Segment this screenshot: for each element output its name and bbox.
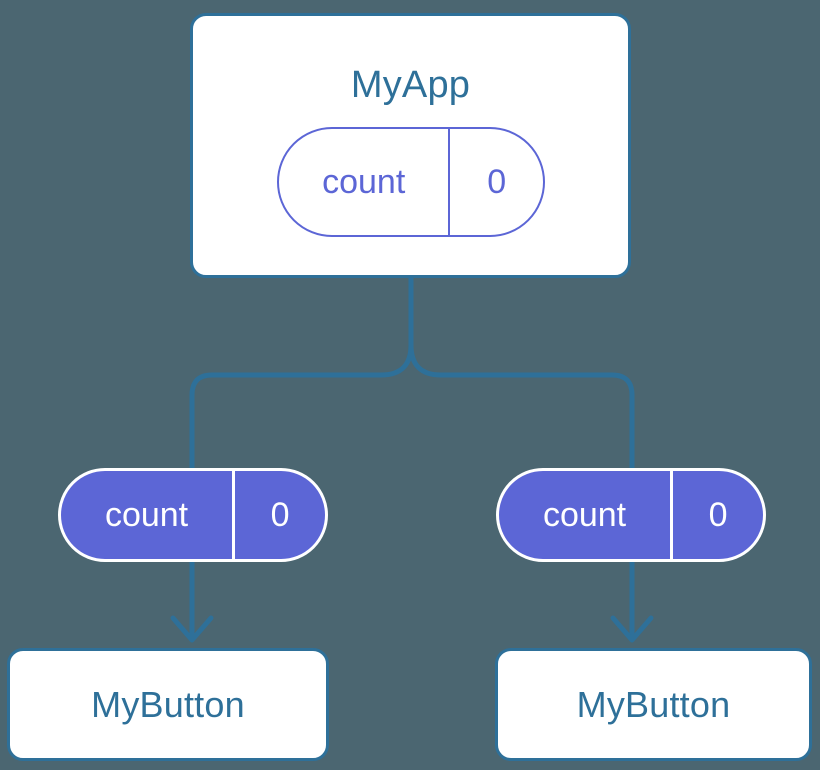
connector-branch-left	[189, 344, 414, 470]
component-name-child-right: MyButton	[576, 684, 731, 725]
state-pill-root[interactable]: count 0	[277, 127, 545, 237]
arrow-right-head-icon	[610, 615, 654, 643]
state-key-child-left: count	[104, 495, 189, 534]
state-pill-child-left[interactable]: count 0	[58, 468, 328, 562]
state-key-child-right: count	[542, 495, 627, 534]
component-name-child-left: MyButton	[91, 684, 245, 725]
state-key-root: count	[322, 162, 406, 201]
connector-branch-right	[408, 344, 635, 470]
state-value-child-right: 0	[670, 471, 763, 559]
state-pill-child-right[interactable]: count 0	[496, 468, 766, 562]
component-name-root: MyApp	[350, 64, 471, 106]
state-value-child-left: 0	[232, 471, 325, 559]
arrow-left-head-icon	[170, 615, 214, 643]
state-value-root: 0	[448, 129, 543, 235]
component-card-child-left[interactable]: MyButton	[7, 648, 329, 761]
component-card-child-right[interactable]: MyButton	[495, 648, 812, 761]
